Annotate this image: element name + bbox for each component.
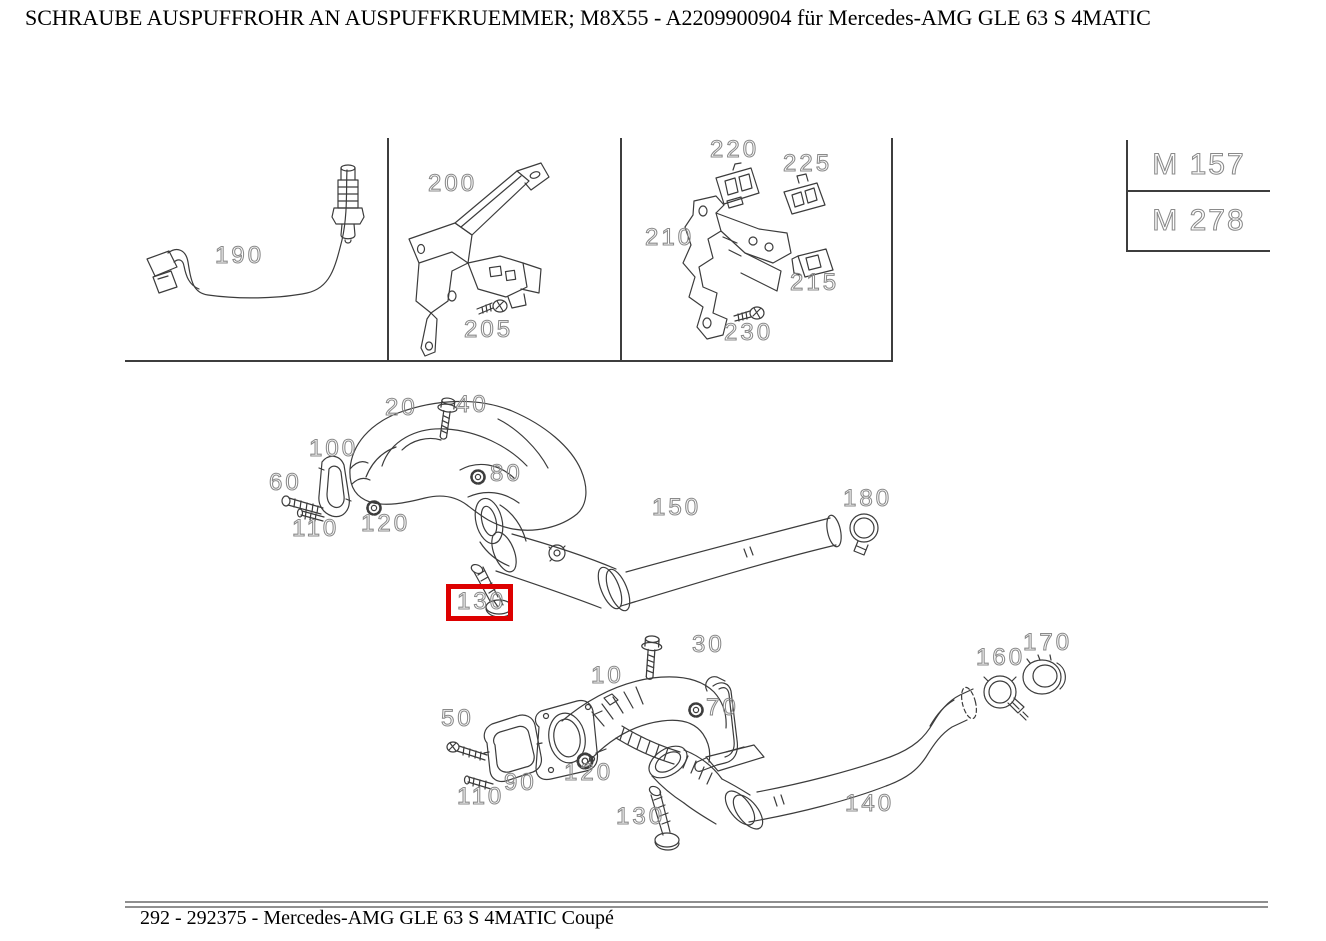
part-callout-top-220[interactable]: 220 bbox=[709, 136, 760, 163]
panel-divider-1 bbox=[387, 138, 389, 362]
part-callout-upper-60[interactable]: 60 bbox=[268, 469, 302, 496]
part-callout-lower-50[interactable]: 50 bbox=[440, 705, 474, 732]
part-callout-top-210[interactable]: 210 bbox=[644, 224, 695, 251]
part-callout-top-225[interactable]: 225 bbox=[782, 150, 833, 177]
part-callout-lower-170[interactable]: 170 bbox=[1022, 629, 1073, 656]
part-callout-top-190[interactable]: 190 bbox=[214, 242, 265, 269]
part-callout-upper-110[interactable]: 110 bbox=[291, 515, 340, 542]
part-callout-lower-160[interactable]: 160 bbox=[975, 644, 1026, 671]
part-callout-upper-80[interactable]: 80 bbox=[489, 460, 523, 487]
part-callout-lower-90[interactable]: 90 bbox=[503, 769, 537, 796]
part-callout-upper-120[interactable]: 120 bbox=[360, 510, 411, 537]
part-callout-lower-130[interactable]: 130 bbox=[615, 803, 666, 830]
part-callout-lower-70[interactable]: 70 bbox=[705, 694, 739, 721]
part-callout-upper-40[interactable]: 40 bbox=[455, 391, 489, 418]
footer-caption: 292 - 292375 - Mercedes-AMG GLE 63 S 4MA… bbox=[140, 907, 614, 929]
footer-divider bbox=[125, 901, 1268, 908]
panel-divider-2 bbox=[620, 138, 622, 362]
part-callout-upper-20[interactable]: 20 bbox=[384, 394, 418, 421]
part-callout-lower-120[interactable]: 120 bbox=[563, 759, 614, 786]
part-callout-lower-30[interactable]: 30 bbox=[691, 631, 725, 658]
part-callout-upper-150[interactable]: 150 bbox=[651, 494, 702, 521]
part-callout-upper-100[interactable]: 100 bbox=[308, 435, 359, 462]
part-callout-top-230[interactable]: 230 bbox=[723, 319, 774, 346]
panel-right-border bbox=[891, 138, 893, 362]
part-callout-top-200[interactable]: 200 bbox=[427, 170, 478, 197]
part-callout-upper-180[interactable]: 180 bbox=[842, 485, 893, 512]
part-callout-top-215[interactable]: 215 bbox=[789, 269, 840, 296]
panel-bottom-border bbox=[125, 360, 893, 362]
part-callout-upper-130[interactable]: 130 bbox=[446, 584, 514, 621]
part-callout-lower-10[interactable]: 10 bbox=[590, 662, 624, 689]
engine-variant-m157[interactable]: M 157 bbox=[1128, 140, 1270, 192]
part-callout-top-205[interactable]: 205 bbox=[463, 316, 514, 343]
engine-variant-m278[interactable]: M 278 bbox=[1128, 192, 1270, 252]
page-title: SCHRAUBE AUSPUFFROHR AN AUSPUFFKRUEMMER;… bbox=[25, 5, 1151, 30]
part-callout-lower-140[interactable]: 140 bbox=[844, 790, 895, 817]
part-callout-lower-110[interactable]: 110 bbox=[456, 783, 505, 810]
engine-variant-table: M 157 M 278 bbox=[1126, 140, 1270, 252]
